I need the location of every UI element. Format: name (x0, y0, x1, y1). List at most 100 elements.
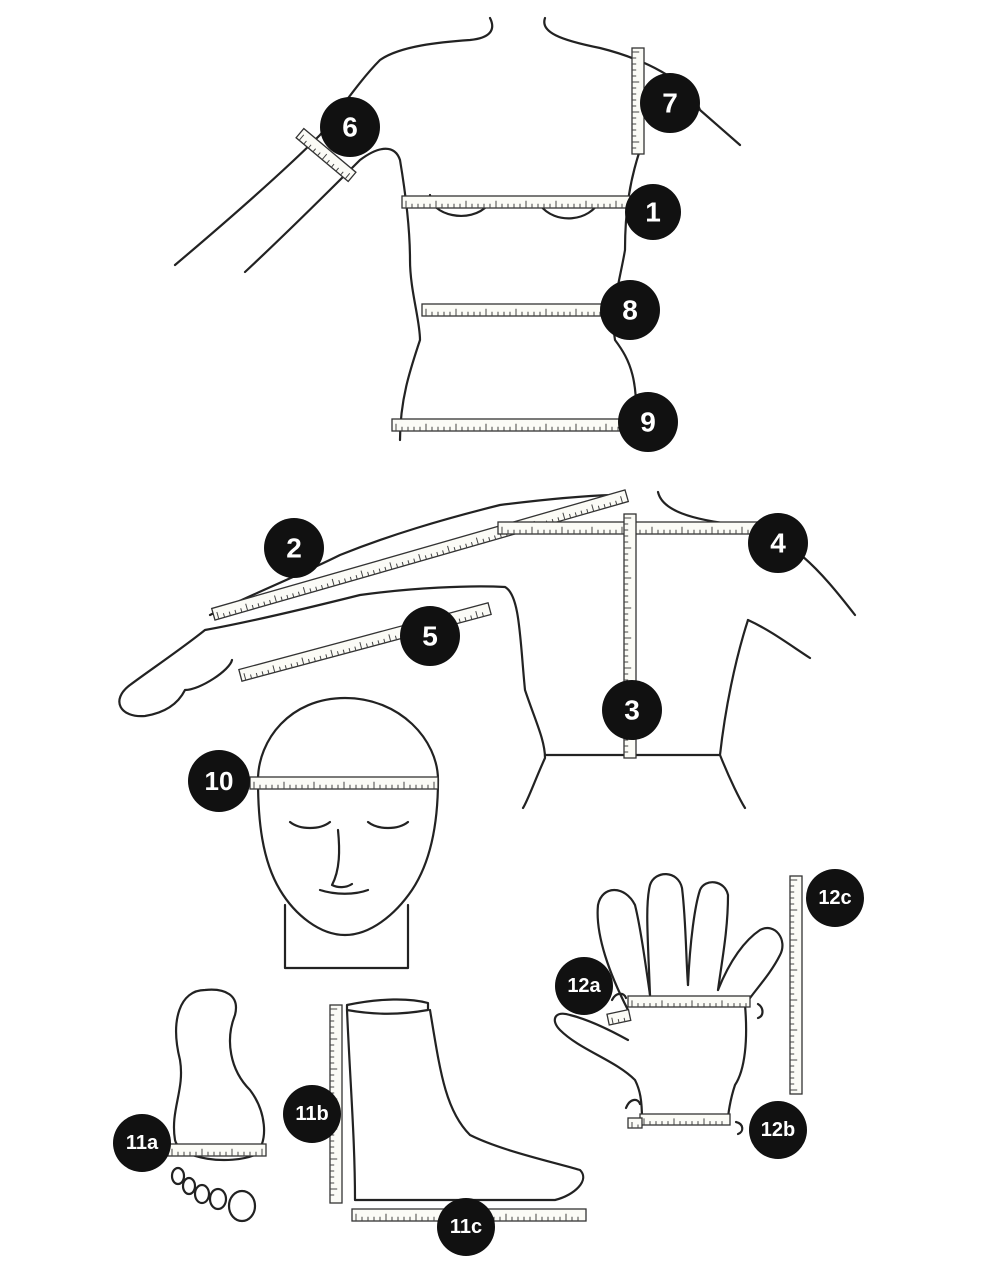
tape-tick (344, 173, 351, 180)
tape-tick (330, 163, 335, 168)
tape-tick (574, 512, 577, 517)
marker-11b-label: 11b (295, 1103, 328, 1125)
tape-tick (272, 665, 276, 673)
tape-tick (354, 646, 357, 651)
marker-12a-label: 12a (567, 975, 601, 997)
tape-tick (321, 584, 324, 590)
marker-2: 2 (264, 518, 324, 578)
tape-tick (240, 608, 243, 613)
marker-12c-label: 12c (818, 887, 851, 909)
tape-tick (442, 550, 445, 555)
tape-tick (274, 595, 277, 603)
tape-tick (481, 612, 484, 617)
tape-tick (301, 657, 305, 665)
tape-tick (569, 513, 572, 519)
tape-tick (470, 541, 474, 547)
tape-tick (372, 570, 376, 575)
tape-tick (367, 571, 370, 577)
tape-tick (338, 580, 341, 585)
tape-tick (447, 545, 451, 553)
tape-tick (250, 674, 253, 679)
tape-tick (388, 634, 392, 642)
tape-tick (611, 1017, 614, 1025)
tape-head (249, 776, 439, 790)
marker-12c: 12c (806, 869, 864, 927)
tape-tick (302, 587, 306, 595)
tape-tick (267, 669, 270, 675)
tape-wrist (639, 1113, 731, 1126)
tape-tick (263, 601, 266, 606)
tape-tick (307, 144, 312, 149)
marker-7-label: 7 (662, 88, 678, 119)
tape-tick (297, 591, 301, 596)
marker-6-label: 6 (342, 112, 358, 143)
head-figure (256, 696, 440, 970)
marker-9-label: 9 (640, 407, 656, 438)
tape-shoulder-vertical (631, 47, 645, 155)
tape-waist (421, 303, 605, 317)
tape-tick (355, 575, 358, 580)
tape-tick (312, 148, 317, 153)
tape-tick (280, 596, 283, 601)
marker-10-label: 10 (205, 766, 234, 796)
tape-tick (365, 643, 369, 648)
marker-4-label: 4 (770, 528, 786, 559)
marker-1: 1 (625, 184, 681, 240)
tape-tick (317, 152, 321, 157)
tape-tick (298, 134, 305, 141)
marker-12b-label: 12b (761, 1119, 795, 1141)
marker-12b: 12b (749, 1101, 807, 1159)
marker-3: 3 (602, 680, 662, 740)
tape-tick (407, 560, 410, 565)
tape-tick (340, 171, 344, 176)
tape-chest (401, 195, 631, 209)
tape-tick (255, 672, 258, 678)
tape-tick (377, 640, 380, 645)
tape-tick (424, 555, 427, 560)
tape-tick (488, 537, 491, 542)
tape-tick (394, 635, 397, 640)
marker-11b: 11b (283, 1085, 341, 1143)
tape-tick (348, 648, 351, 653)
tape-tick (557, 517, 560, 522)
tape-tick (615, 500, 618, 505)
tape-tick (378, 568, 381, 573)
tape-tick (296, 661, 299, 667)
tape-tick (326, 159, 330, 164)
marker-5-label: 5 (422, 621, 438, 652)
tape-tick (319, 655, 322, 661)
arrow-icon-left-wrist (624, 1098, 642, 1110)
tape-tick (222, 613, 226, 618)
tape-tick (586, 508, 589, 514)
marker-2-label: 2 (286, 533, 302, 564)
tape-tick (453, 546, 456, 552)
tape-tick (359, 642, 363, 650)
marker-9: 9 (618, 392, 678, 452)
tape-tick (331, 578, 335, 586)
tape-tick (623, 1017, 626, 1022)
tape-tick (269, 599, 272, 605)
marker-11a-label: 11a (126, 1132, 159, 1154)
tape-tick (330, 649, 334, 657)
tape-tick (251, 604, 254, 610)
tape-tick (383, 638, 386, 644)
tape-tick (597, 505, 600, 510)
marker-5: 5 (400, 606, 460, 666)
tape-tick (349, 576, 352, 582)
tape-tick (313, 657, 316, 662)
marker-4: 4 (748, 513, 808, 573)
marker-10: 10 (188, 750, 250, 812)
tape-tick (216, 611, 220, 620)
marker-12a: 12a (555, 957, 613, 1015)
tape-foot-width (167, 1143, 267, 1157)
tape-tick (228, 611, 231, 616)
tape-hip (391, 418, 625, 432)
marker-1-label: 1 (645, 197, 661, 228)
tape-tick (430, 553, 433, 558)
tape-tick (617, 1019, 620, 1023)
tape-tick (413, 558, 416, 563)
marker-3-label: 3 (624, 695, 640, 726)
tape-thumb (606, 1008, 632, 1026)
tape-tick (470, 615, 473, 620)
tape-tick (326, 583, 329, 588)
